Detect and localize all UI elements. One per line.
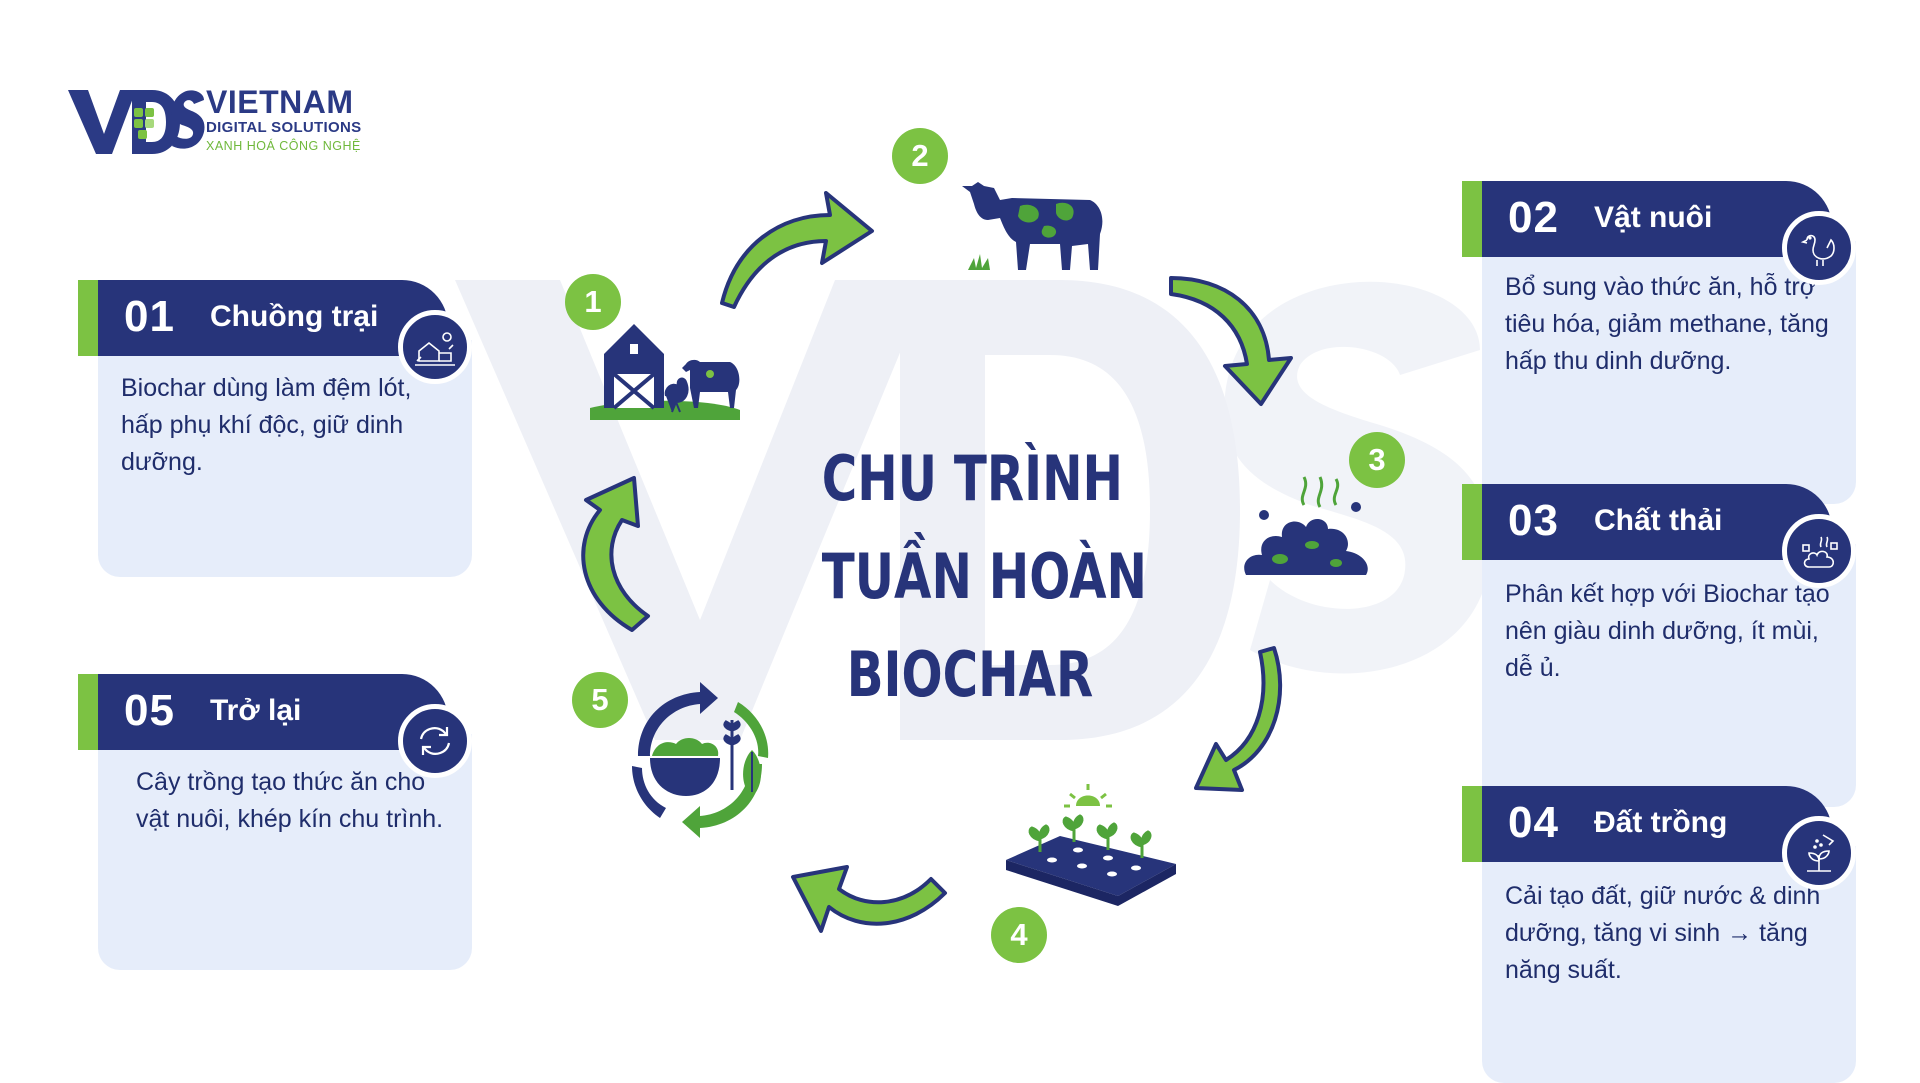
logo-name: VIETNAM: [206, 84, 354, 120]
step-number-2: 2: [892, 128, 948, 184]
card-header: 03 Chất thải: [1462, 484, 1856, 588]
card-header: 01 Chuồng trại: [78, 280, 472, 384]
farm-icon: [415, 332, 455, 366]
card-icon-badge: [398, 310, 472, 384]
recycle-icon: [419, 727, 451, 755]
cycle-arrow-5-to-1: [581, 476, 650, 632]
card-text: Cây trồng tạo thức ăn cho vật nuôi, khép…: [136, 768, 444, 833]
vds-logo-mark: [68, 90, 205, 154]
card-header: 05 Trở lại: [78, 674, 472, 778]
logo-subtitle: DIGITAL SOLUTIONS: [206, 119, 362, 136]
center-title: CHU TRÌNH TUẦN HOÀN BIOCHAR: [780, 430, 1160, 724]
card-body: Cải tạo đất, giữ nước & dinh dưỡng, tăng…: [1482, 846, 1856, 1083]
barn-illustration: [590, 324, 740, 420]
card-body: Bổ sung vào thức ăn, hỗ trợ tiêu hóa, gi…: [1482, 241, 1856, 504]
card-icon-badge: [1782, 816, 1856, 890]
cycle-arrow-3-to-4: [1194, 646, 1283, 792]
chicken-icon: [1800, 234, 1835, 266]
step-number-1: 1: [565, 274, 621, 330]
title-line-3: BIOCHAR: [846, 638, 1094, 711]
card-number: 01: [124, 292, 175, 341]
logo-tagline: XANH HOÁ CÔNG NGHỆ: [206, 139, 361, 153]
card-text: Phân kết hợp với Biochar tạo nên giàu di…: [1505, 580, 1830, 682]
card-number: 04: [1508, 798, 1559, 847]
cycle-arrow-2-to-3: [1169, 276, 1293, 406]
card-header: 04 Đất trồng: [1462, 786, 1856, 890]
sprout-icon: [1807, 834, 1835, 872]
card-title: Chuồng trại: [210, 300, 379, 333]
manure-icon: [1802, 536, 1838, 568]
card-text: Bổ sung vào thức ăn, hỗ trợ tiêu hóa, gi…: [1505, 273, 1829, 375]
card-title: Chất thải: [1594, 504, 1723, 537]
card-body: Biochar dùng làm đệm lót, hấp phụ khí độ…: [98, 340, 472, 577]
card-text: Biochar dùng làm đệm lót, hấp phụ khí độ…: [121, 374, 412, 476]
manure-illustration: [1244, 476, 1368, 575]
soil-illustration: [1006, 784, 1176, 906]
card-text: Cải tạo đất, giữ nước & dinh dưỡng, tăng…: [1505, 882, 1821, 984]
step-number-5: 5: [572, 672, 628, 728]
card-icon-badge: [1782, 514, 1856, 588]
cow-illustration: [962, 182, 1103, 270]
card-icon-badge: [398, 704, 472, 778]
card-body: Cây trồng tạo thức ăn cho vật nuôi, khép…: [98, 734, 472, 970]
card-title: Trở lại: [210, 694, 302, 727]
card-header: 02 Vật nuôi: [1462, 181, 1856, 285]
feed-cycle-illustration: [632, 682, 769, 838]
company-logo: VIETNAM DIGITAL SOLUTIONS XANH HOÁ CÔNG …: [66, 82, 386, 162]
title-line-1: CHU TRÌNH: [821, 442, 1124, 515]
card-icon-badge: [1782, 211, 1856, 285]
card-body: Phân kết hợp với Biochar tạo nên giàu di…: [1482, 544, 1856, 807]
step-number-3: 3: [1349, 432, 1405, 488]
card-number: 03: [1508, 496, 1559, 545]
card-title: Vật nuôi: [1594, 201, 1713, 234]
cycle-arrow-1-to-2: [720, 191, 874, 309]
title-line-2: TUẦN HOÀN: [821, 540, 1147, 613]
card-number: 05: [124, 686, 175, 735]
step-number-4: 4: [991, 907, 1047, 963]
card-title: Đất trồng: [1594, 806, 1728, 839]
cycle-arrow-4-to-5: [791, 865, 947, 933]
card-number: 02: [1508, 193, 1559, 242]
